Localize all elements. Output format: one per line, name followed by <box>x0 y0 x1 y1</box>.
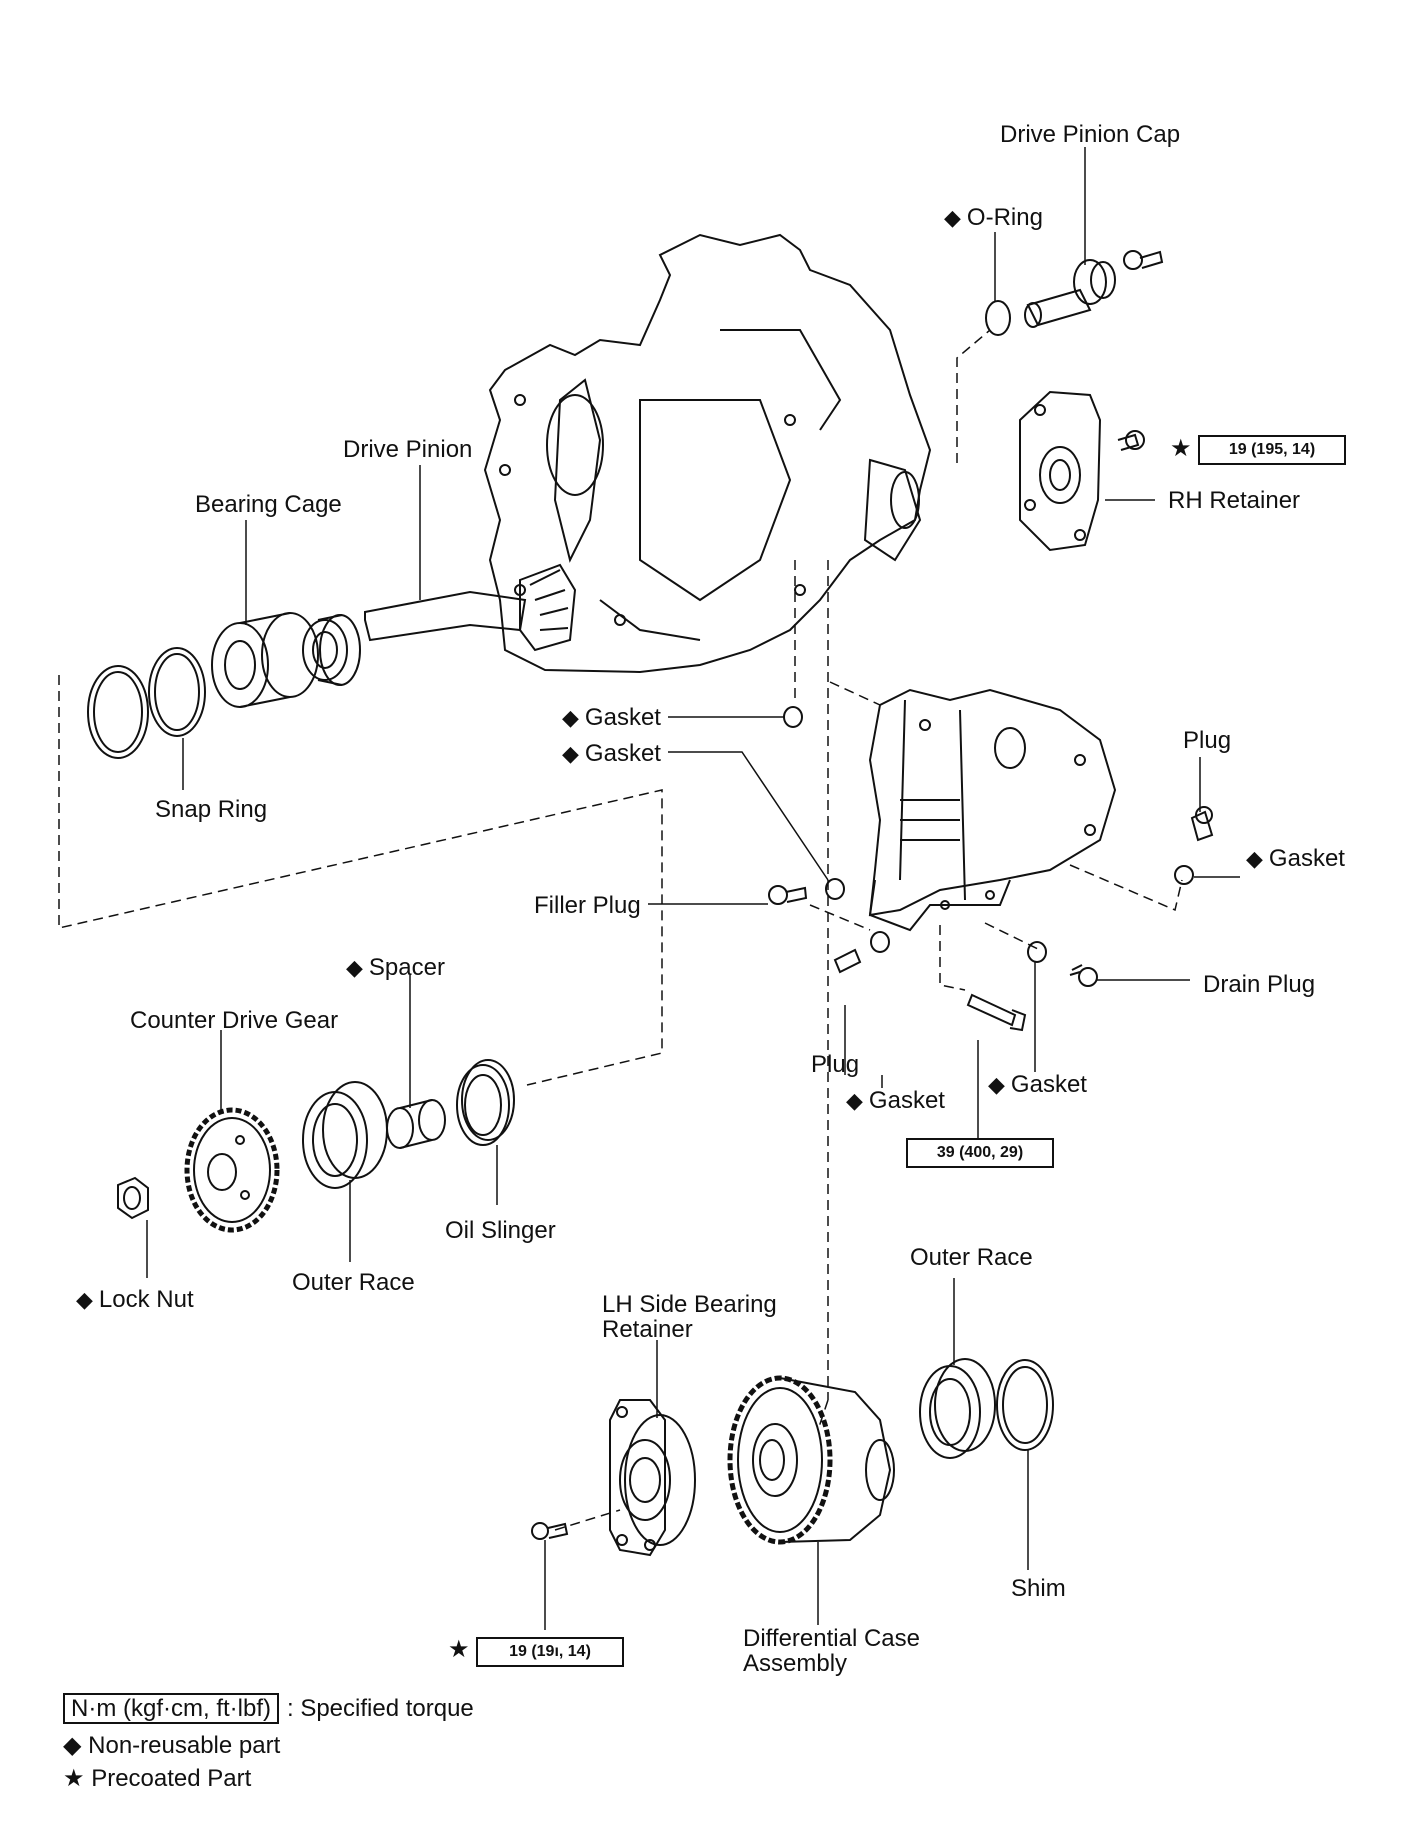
nonreusable-icon: ◆ <box>562 741 579 766</box>
precoated-star-icon: ★ <box>63 1765 85 1792</box>
lock-nut-part <box>117 1176 149 1220</box>
gasket-mid-part <box>870 931 890 953</box>
label-oil-slinger: Oil Slinger <box>445 1217 556 1244</box>
filler-plug-part <box>768 885 808 905</box>
label-spacer: ◆Spacer <box>346 954 445 981</box>
label-counter-drive-gear: Counter Drive Gear <box>130 1007 339 1034</box>
lh-retainer-part <box>531 1399 696 1557</box>
outer-race-left-part <box>302 1081 388 1189</box>
torque-box-rh-retainer: 19 (195, 14) <box>1198 435 1346 465</box>
pinion-bearing <box>302 614 361 686</box>
label-lock-nut: ◆Lock Nut <box>76 1286 194 1313</box>
label-gasket-mid: ◆Gasket <box>846 1087 945 1114</box>
torque-box-lh-retainer: 19 (19ı, 14) <box>476 1637 624 1667</box>
shim-part <box>996 1359 1054 1451</box>
label-drive-pinion: Drive Pinion <box>343 436 473 463</box>
rh-retainer-part <box>1019 390 1145 552</box>
plug-top-part <box>1190 806 1214 842</box>
label-filler-plug: Filler Plug <box>534 892 641 919</box>
nonreusable-icon: ◆ <box>988 1072 1005 1097</box>
nonreusable-icon: ◆ <box>346 955 363 980</box>
label-bearing-cage: Bearing Cage <box>195 491 342 518</box>
nonreusable-icon: ◆ <box>76 1287 93 1312</box>
differential-case-part <box>727 1375 895 1545</box>
legend-unit-box: N·m (kgf·cm, ft·lbf) <box>63 1693 279 1724</box>
label-gasket-low: ◆Gasket <box>988 1071 1087 1098</box>
precoated-star-icon: ★ <box>1170 435 1192 462</box>
label-outer-race-left: Outer Race <box>292 1269 415 1296</box>
label-rh-retainer: RH Retainer <box>1168 487 1301 514</box>
transaxle-case <box>483 233 932 674</box>
gasket-1-part <box>783 706 803 728</box>
label-plug-bottom: Plug <box>811 1051 860 1078</box>
counter-drive-gear-part <box>184 1107 280 1233</box>
leader-lines <box>146 147 1240 1630</box>
label-gasket-1: ◆Gasket <box>562 704 661 731</box>
label-shim: Shim <box>1011 1575 1066 1602</box>
precoated-star-icon: ★ <box>448 1636 470 1663</box>
label-gasket-right: ◆Gasket <box>1246 845 1345 872</box>
label-drain-plug: Drain Plug <box>1203 971 1316 998</box>
gasket-low-part <box>1027 941 1047 963</box>
nonreusable-icon: ◆ <box>1246 846 1263 871</box>
label-gasket-2: ◆Gasket <box>562 740 661 767</box>
gasket-2-part <box>825 878 845 900</box>
label-o-ring: ◆O-Ring <box>944 204 1043 231</box>
legend-nonreusable: ◆ Non-reusable part <box>63 1732 281 1759</box>
torque-bolt-part <box>966 993 1027 1032</box>
nonreusable-icon: ◆ <box>63 1732 82 1759</box>
differential-housing <box>868 688 1117 932</box>
nonreusable-icon: ◆ <box>846 1088 863 1113</box>
nonreusable-icon: ◆ <box>562 705 579 730</box>
drive-pinion-cap-part <box>1024 250 1164 328</box>
drain-plug-part <box>1069 964 1098 987</box>
spacer-part <box>386 1099 446 1149</box>
drive-pinion-part <box>364 563 577 652</box>
outer-race-right-part <box>919 1358 996 1459</box>
label-outer-race-right: Outer Race <box>910 1244 1033 1271</box>
label-plug-top: Plug <box>1183 727 1232 754</box>
label-drive-pinion-cap: Drive Pinion Cap <box>1000 121 1181 148</box>
snap-rings <box>87 647 206 759</box>
torque-box-drain-bolt: 39 (400, 29) <box>906 1138 1054 1168</box>
label-snap-ring: Snap Ring <box>155 796 268 823</box>
gasket-right-part <box>1174 865 1194 885</box>
o-ring-part <box>985 300 1011 336</box>
dashed-guide-lines <box>58 329 1183 1531</box>
oil-slinger-part <box>456 1059 515 1146</box>
legend-torque: N·m (kgf·cm, ft·lbf): Specified torque <box>63 1693 474 1724</box>
legend-precoated: ★ Precoated Part <box>63 1765 252 1792</box>
nonreusable-icon: ◆ <box>944 205 961 230</box>
plug-bottom-part <box>833 948 862 974</box>
bearing-cage-part <box>211 612 319 708</box>
